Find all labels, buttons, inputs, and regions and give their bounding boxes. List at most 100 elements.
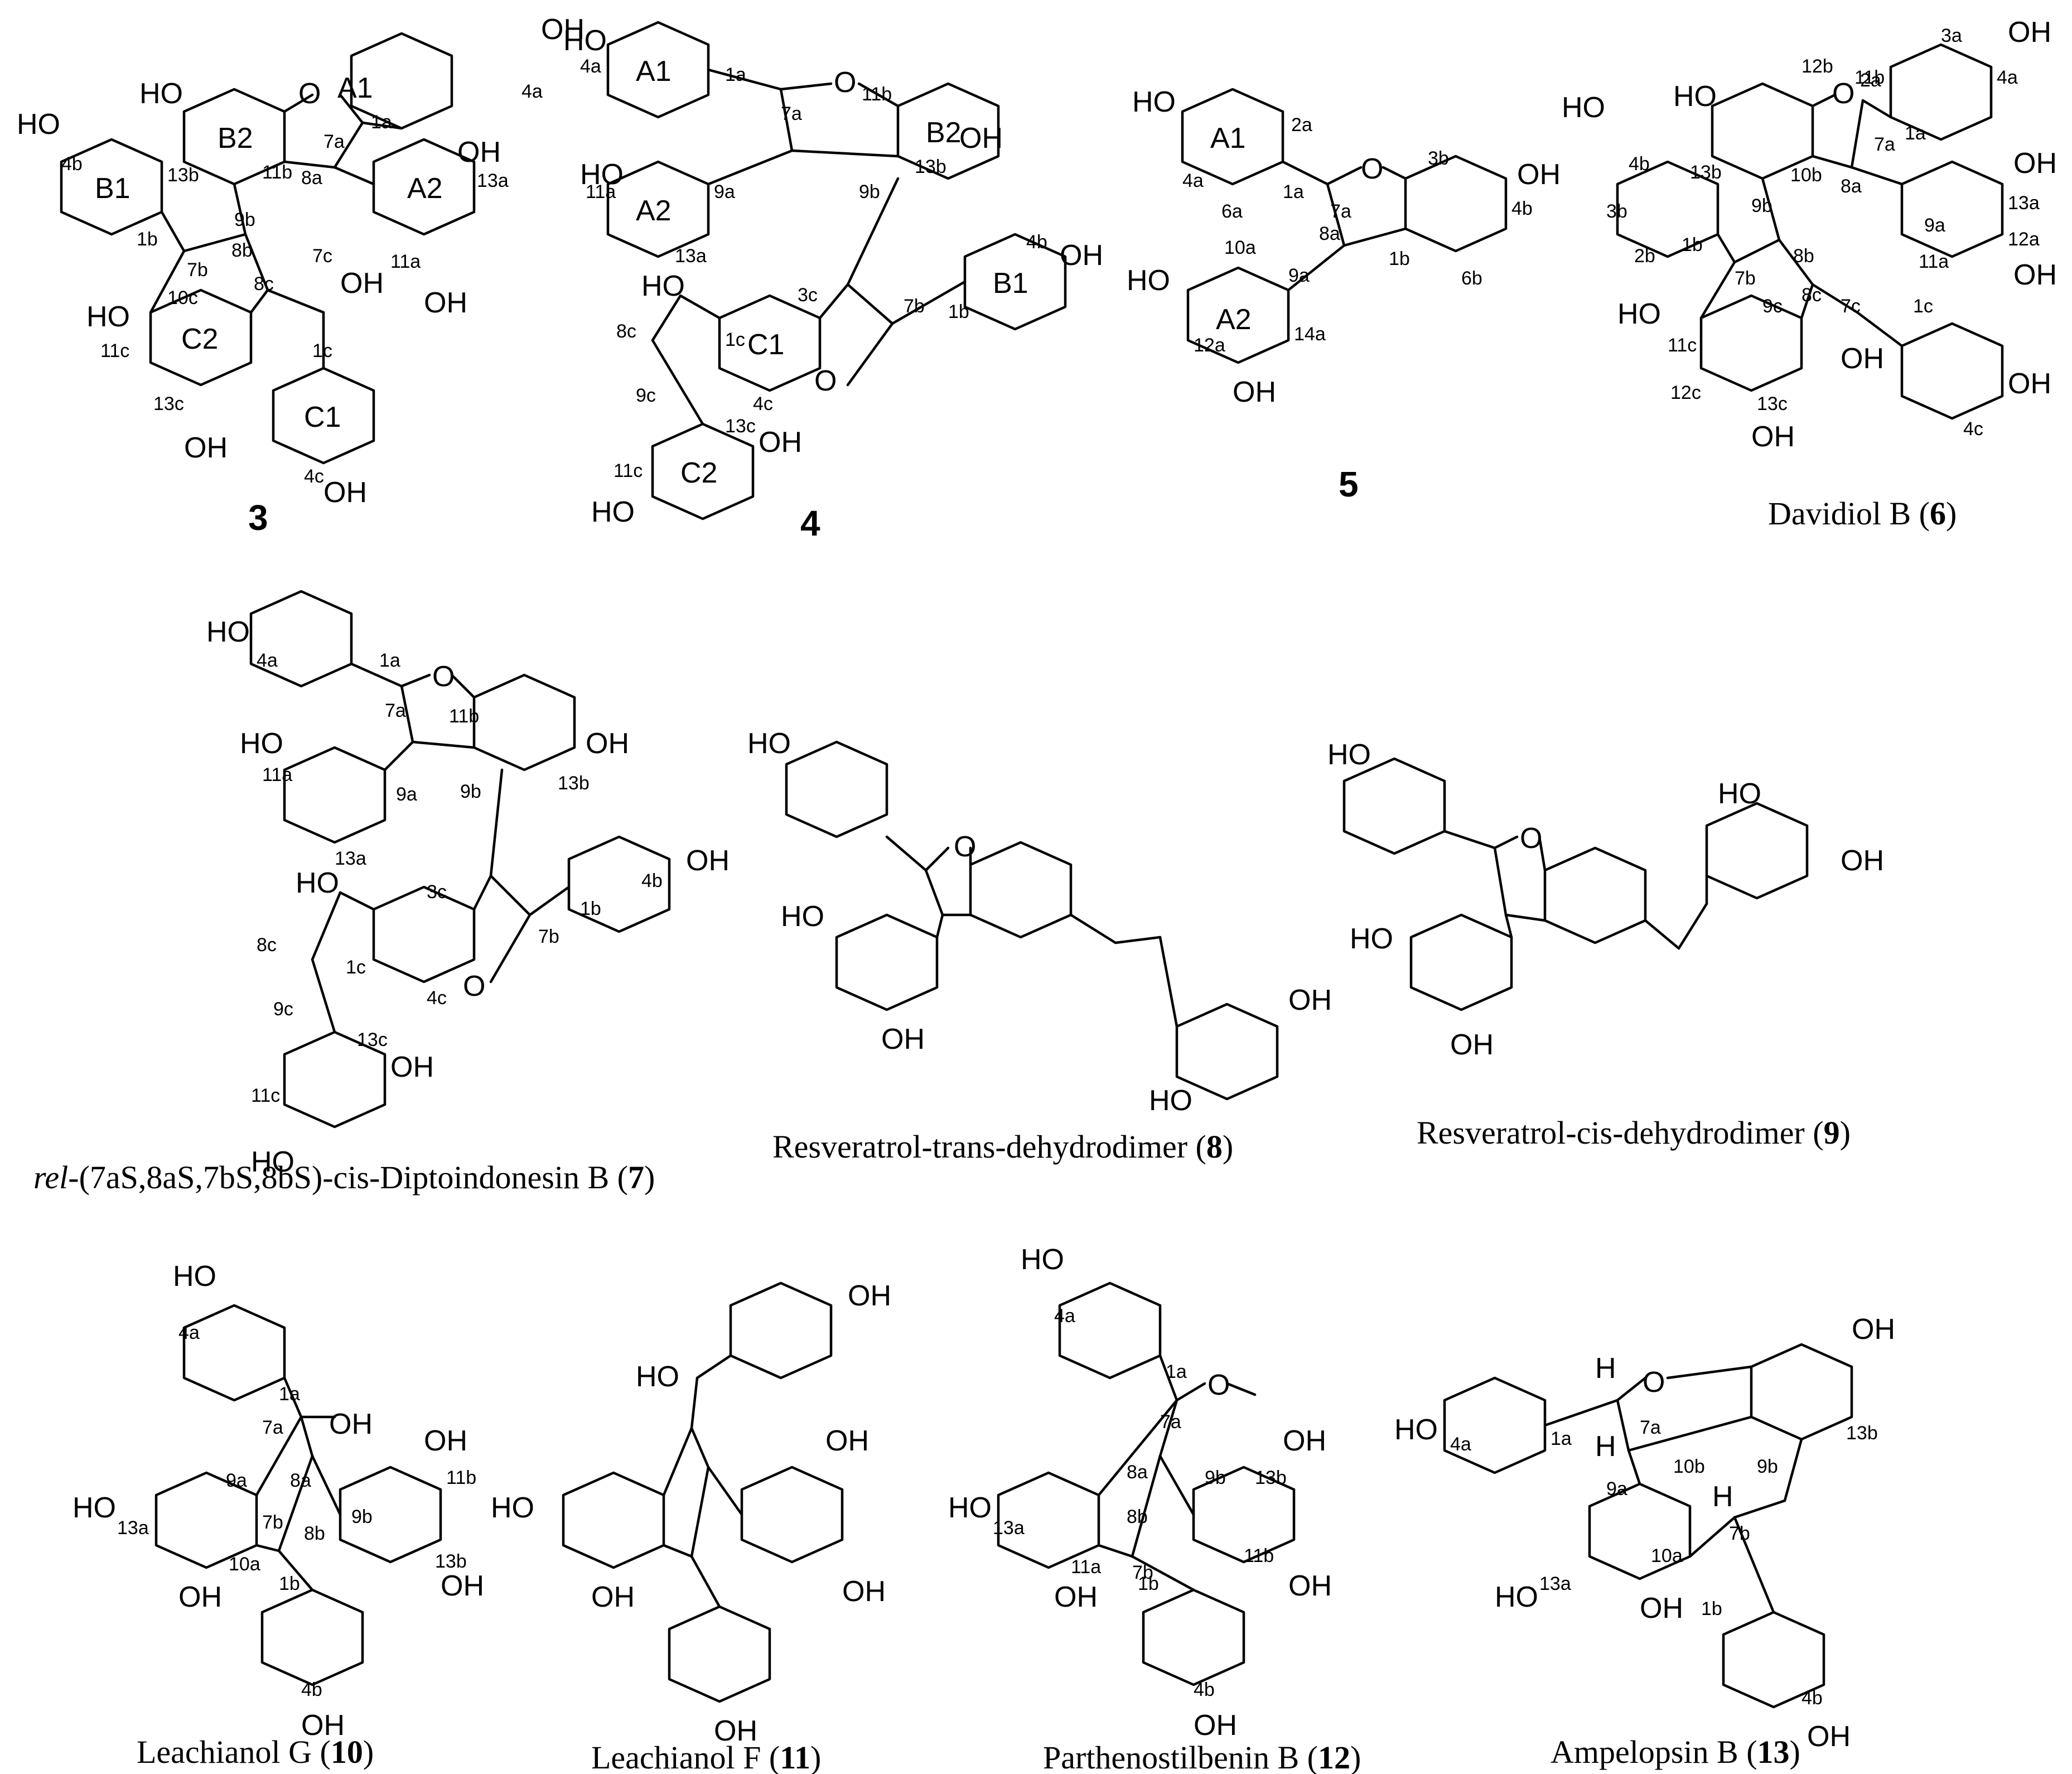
hydroxyl-label: HO xyxy=(1127,264,1170,297)
oxygen-atom: O xyxy=(298,78,321,110)
atom-label-13a: 13a xyxy=(2008,192,2040,214)
hydroxyl-label: OH xyxy=(1517,158,1561,191)
atom-label-9a: 9a xyxy=(1288,265,1310,286)
atom-label-8a: 8a xyxy=(1319,223,1340,244)
compound-caption: Resveratrol-trans-dehydrodimer (8) xyxy=(772,1129,1233,1165)
compound-10: HO OH HO OH OH OH OH 4a 1a 7a 9a 8a 13a … xyxy=(73,1260,484,1770)
atom-label-13b: 13b xyxy=(167,165,199,186)
atom-label-3c: 3c xyxy=(427,881,447,903)
atom-label-7c: 7c xyxy=(312,245,332,267)
atom-label-4a: 4a xyxy=(521,81,543,102)
oxygen-atom: O xyxy=(1361,153,1383,185)
atom-label-7a: 7a xyxy=(1160,1411,1181,1433)
atom-label-12a: 12a xyxy=(2008,229,2040,250)
hydroxyl-label: HO xyxy=(240,727,283,760)
atom-label-1a: 1a xyxy=(1166,1361,1187,1382)
atom-label-14a: 14a xyxy=(1294,324,1326,345)
atom-label-1a: 1a xyxy=(279,1383,300,1405)
atom-label-12c: 12c xyxy=(1670,382,1701,403)
hydroxyl-label: HO xyxy=(948,1492,992,1524)
atom-label-4a: 4a xyxy=(1182,170,1204,191)
hydroxyl-label: HO xyxy=(747,727,791,760)
hydroxyl-label: HO xyxy=(1562,91,1605,124)
oxygen-atom: O xyxy=(1208,1369,1230,1401)
atom-label-1a: 1a xyxy=(1283,181,1304,203)
atom-label-13a: 13a xyxy=(1539,1573,1571,1594)
compound-number: 5 xyxy=(1339,464,1359,504)
atom-label-1b: 1b xyxy=(1701,1598,1722,1619)
ring-label-A1: A1 xyxy=(337,72,373,104)
atom-label-10a: 10a xyxy=(1224,237,1256,258)
atom-label-10b: 10b xyxy=(1790,165,1822,186)
atom-label-9b: 9b xyxy=(1205,1467,1226,1488)
atom-label-7a: 7a xyxy=(1874,134,1895,155)
atom-label-4a: 4a xyxy=(1054,1305,1075,1327)
atom-label-9b: 9b xyxy=(1751,195,1772,216)
atom-label-9b: 9b xyxy=(1757,1456,1778,1477)
ring-label-C2: C2 xyxy=(181,323,218,355)
hydroxyl-label: HO xyxy=(296,867,339,899)
hydroxyl-label: OH xyxy=(390,1051,434,1083)
atom-label-13c: 13c xyxy=(153,393,184,414)
oxygen-atom: O xyxy=(463,970,485,1002)
atom-label-2b: 2b xyxy=(1634,245,1655,267)
hydroxyl-label: HO xyxy=(591,496,635,528)
atom-label-1b: 1b xyxy=(137,229,158,250)
hydroxyl-label: OH xyxy=(1841,845,1884,877)
ring-label-C1: C1 xyxy=(747,329,784,361)
atom-label-4c: 4c xyxy=(1963,418,1983,440)
hydrogen-atom: H xyxy=(1595,1430,1616,1463)
compound-13: O OH HO HO OH OH H H H 7a 1a 4a 13b 10b … xyxy=(1394,1313,1895,1770)
atom-label-7b: 7b xyxy=(1132,1562,1153,1583)
atom-label-10a: 10a xyxy=(229,1554,260,1575)
hydroxyl-label: HO xyxy=(1350,923,1393,955)
atom-label-1a: 1a xyxy=(1905,123,1926,144)
hydroxyl-label: OH xyxy=(2013,147,2057,180)
hydroxyl-label: HO xyxy=(1149,1084,1192,1117)
atom-label-4b: 4b xyxy=(1629,153,1650,175)
ring-label-A1: A1 xyxy=(636,55,672,88)
hydroxyl-label: OH xyxy=(457,136,501,168)
atom-label-9a: 9a xyxy=(1606,1478,1627,1500)
atom-label-4a: 4a xyxy=(580,56,601,77)
atom-label-1a: 1a xyxy=(1551,1428,1572,1449)
hydroxyl-label: OH xyxy=(842,1575,886,1608)
atom-label-7b: 7b xyxy=(538,926,559,947)
hydroxyl-label: HO xyxy=(781,900,824,933)
atom-label-9b: 9b xyxy=(859,181,880,203)
atom-label-8c: 8c xyxy=(257,934,277,956)
hydroxyl-label: HO xyxy=(1132,86,1176,118)
atom-label-7b: 7b xyxy=(187,259,208,281)
atom-label-4b: 4b xyxy=(1194,1679,1215,1700)
ring-label-A1: A1 xyxy=(1210,122,1246,155)
atom-label-8b: 8b xyxy=(231,240,253,261)
hydroxyl-label: OH xyxy=(848,1280,891,1312)
atom-label-1c: 1c xyxy=(312,340,332,361)
atom-label-1b: 1b xyxy=(1682,234,1703,256)
hydroxyl-label: HO xyxy=(1718,778,1761,810)
hydroxyl-label: OH xyxy=(1450,1029,1494,1061)
atom-label-1b: 1b xyxy=(948,301,969,322)
atom-label-13a: 13a xyxy=(993,1517,1025,1539)
oxygen-atom: O xyxy=(1832,78,1854,110)
atom-label-11c: 11c xyxy=(1668,335,1697,356)
atom-label-9a: 9a xyxy=(396,784,417,805)
hydroxyl-label: HO xyxy=(1394,1414,1438,1446)
atom-label-1b: 1b xyxy=(1138,1573,1159,1594)
atom-label-9a: 9a xyxy=(226,1470,247,1491)
atom-label-9a: 9a xyxy=(1924,215,1945,236)
hydroxyl-label: OH xyxy=(1288,1570,1332,1602)
ring-label-B1: B1 xyxy=(993,267,1028,300)
atom-label-8c: 8c xyxy=(1801,285,1822,306)
atom-label-7a: 7a xyxy=(781,103,802,124)
atom-label-2a: 2a xyxy=(1860,70,1881,91)
atom-label-1a: 1a xyxy=(725,64,746,85)
atom-label-4b: 4b xyxy=(1026,232,1047,253)
hydroxyl-label: HO xyxy=(139,78,183,110)
hydroxyl-label: HO xyxy=(563,25,607,57)
oxygen-atom: O xyxy=(954,831,976,863)
compound-11: OH HO HO OH OH OH OH Leachianol F (11) xyxy=(491,1280,891,1774)
ring-label-C2: C2 xyxy=(680,457,717,489)
oxygen-atom: O xyxy=(1520,822,1542,855)
